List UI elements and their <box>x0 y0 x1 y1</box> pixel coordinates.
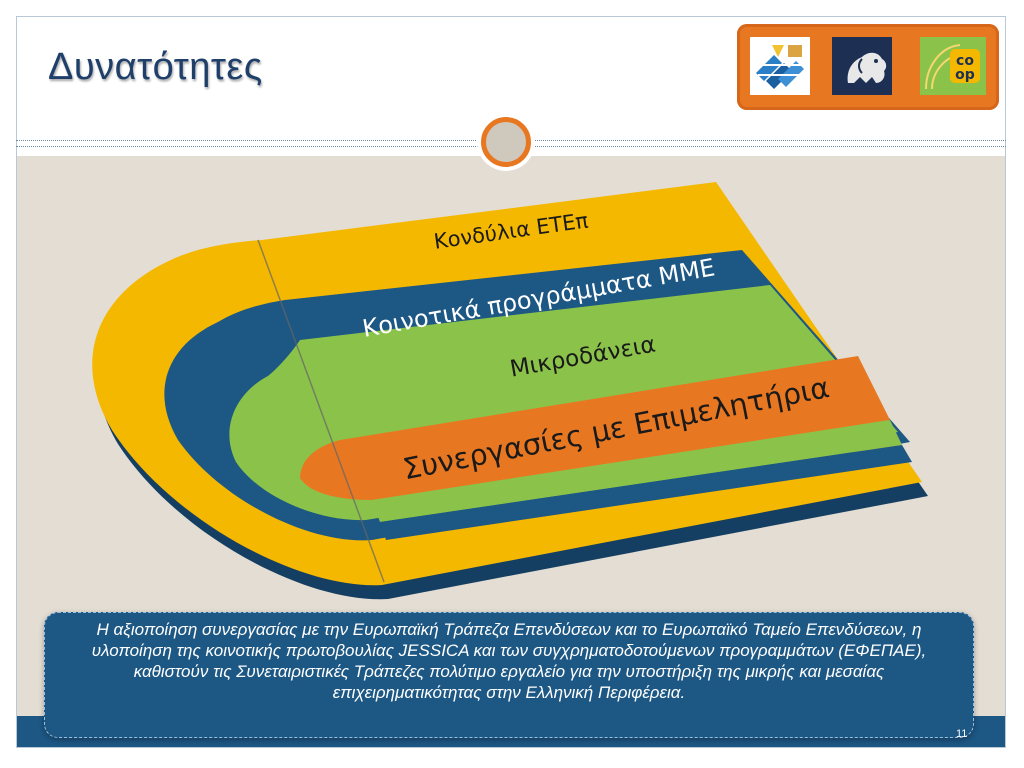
callout-text: Η αξιοποίηση συνεργασίας με την Ευρωπαϊκ… <box>91 620 927 702</box>
logo-strip: co op <box>737 24 999 110</box>
slide-frame <box>16 16 1006 748</box>
page-number: 11 <box>956 728 968 740</box>
lion-logo-icon <box>832 37 892 95</box>
svg-text:op: op <box>955 67 975 83</box>
band-orange <box>300 356 890 500</box>
slide-title: Δυνατότητες <box>48 46 263 88</box>
band-green-bottom <box>372 420 902 522</box>
circle-ornament <box>481 117 531 167</box>
ede-logo-icon <box>750 37 810 95</box>
band-navy-bottom <box>380 445 912 540</box>
coop-logo-icon: co op <box>920 37 986 95</box>
svg-text:co: co <box>956 53 974 69</box>
diagram-divider-line <box>257 239 385 583</box>
summary-callout: Η αξιοποίηση συνεργασίας με την Ευρωπαϊκ… <box>44 612 974 738</box>
